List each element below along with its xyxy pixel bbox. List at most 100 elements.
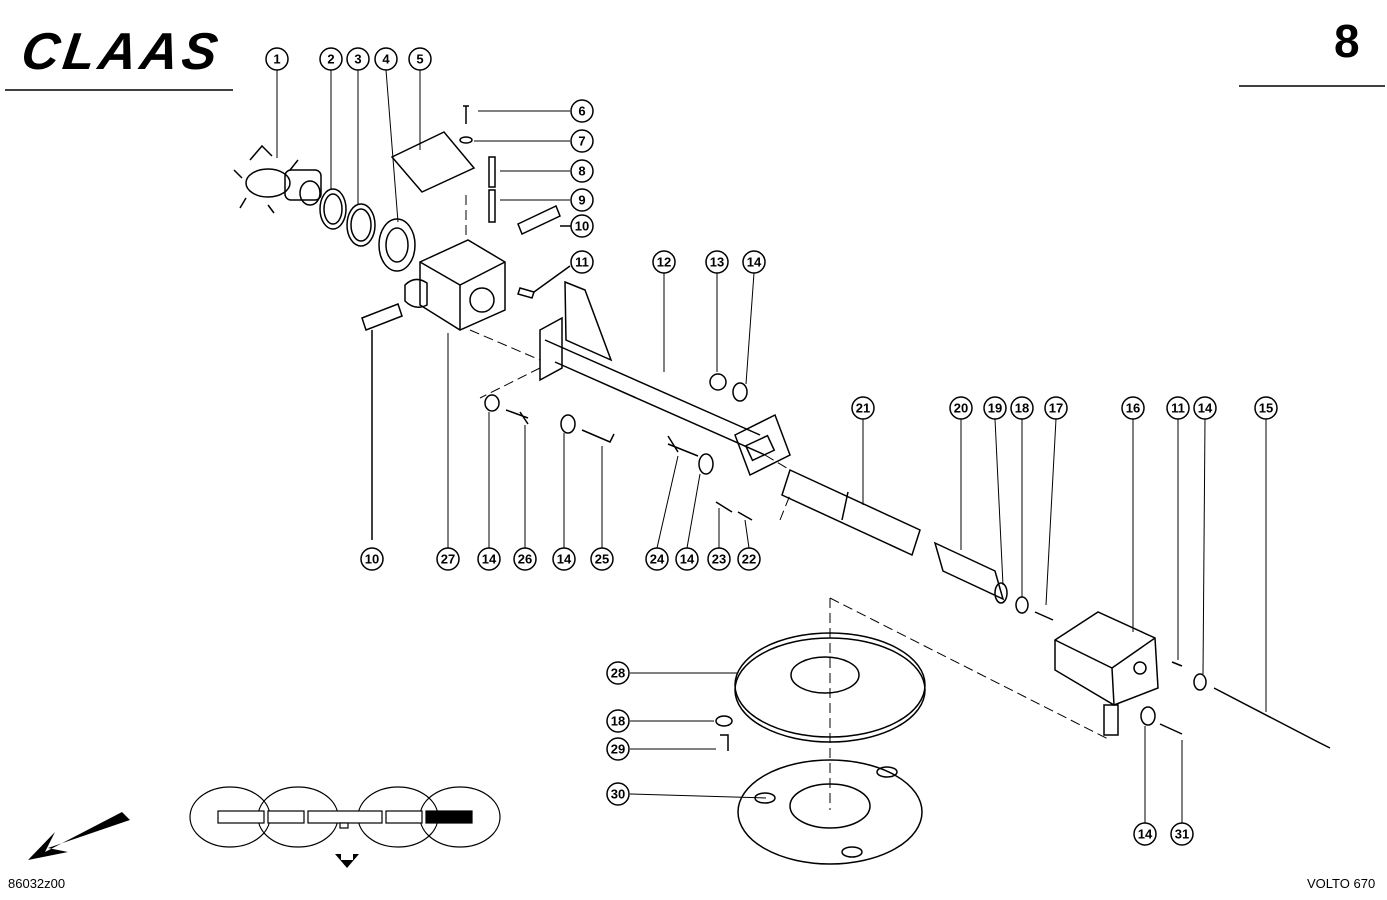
part-tube-12 xyxy=(539,280,791,477)
callout-11: 11 xyxy=(1166,396,1190,420)
callout-8: 8 xyxy=(570,159,594,183)
callout-number: 18 xyxy=(611,714,625,729)
part-bolt-17 xyxy=(1034,611,1054,621)
callout-14: 14 xyxy=(1133,822,1157,846)
callout-number: 14 xyxy=(1138,827,1153,842)
part-washer-7 xyxy=(459,136,473,144)
callout-23: 23 xyxy=(707,547,731,571)
callout-number: 30 xyxy=(611,787,625,802)
callout-number: 15 xyxy=(1259,401,1273,416)
callout-number: 29 xyxy=(611,742,625,757)
callout-13: 13 xyxy=(705,250,729,274)
part-spring-22 xyxy=(737,511,753,521)
callout-number: 2 xyxy=(327,52,334,67)
callout-10: 10 xyxy=(570,214,594,238)
callout-number: 17 xyxy=(1049,401,1063,416)
part-sleeve-10-top xyxy=(517,204,561,236)
part-ring-3 xyxy=(346,203,376,247)
callout-number: 11 xyxy=(575,255,589,270)
down-arrow-icon xyxy=(335,854,359,868)
callout-number: 14 xyxy=(482,552,497,567)
page-number: 8 xyxy=(1334,15,1360,67)
callout-15: 15 xyxy=(1254,396,1278,420)
part-bolt-31 xyxy=(1159,723,1183,735)
part-sleeve-20 xyxy=(933,541,1005,601)
callout-14: 14 xyxy=(742,250,766,274)
part-bolt-26 xyxy=(505,409,529,425)
callout-12: 12 xyxy=(652,250,676,274)
callout-number: 10 xyxy=(575,219,589,234)
part-disc-28 xyxy=(734,632,926,743)
callout-number: 22 xyxy=(742,552,756,567)
callout-3: 3 xyxy=(346,47,370,71)
part-washer-18 xyxy=(1015,596,1029,614)
callout-5: 5 xyxy=(408,47,432,71)
part-ring-2 xyxy=(319,188,347,230)
callout-number: 1 xyxy=(273,52,280,67)
part-bolt-24 xyxy=(667,435,699,457)
callout-1: 1 xyxy=(265,47,289,71)
callout-18: 18 xyxy=(1010,396,1034,420)
part-long-bolt-15 xyxy=(1213,687,1331,749)
machine-overview-pictogram xyxy=(189,786,501,848)
callout-number: 8 xyxy=(578,164,585,179)
model-name: VOLTO 670 xyxy=(1307,876,1376,891)
callout-24: 24 xyxy=(645,547,669,571)
part-key-11b xyxy=(1171,661,1183,667)
callout-number: 28 xyxy=(611,666,625,681)
part-pin-9 xyxy=(488,189,496,223)
part-key-11 xyxy=(517,287,535,299)
callout-26: 26 xyxy=(513,547,537,571)
part-washer-14e xyxy=(1193,673,1207,691)
callout-7: 7 xyxy=(570,129,594,153)
part-pin-8 xyxy=(488,156,496,188)
callout-number: 13 xyxy=(710,255,724,270)
callout-10: 10 xyxy=(360,547,384,571)
part-bearing-4 xyxy=(378,218,416,272)
callout-30: 30 xyxy=(606,782,630,806)
callout-28: 28 xyxy=(606,661,630,685)
callout-4: 4 xyxy=(374,47,398,71)
callout-number: 27 xyxy=(441,552,455,567)
callout-27: 27 xyxy=(436,547,460,571)
callout-25: 25 xyxy=(590,547,614,571)
callout-number: 11 xyxy=(1171,401,1185,416)
callout-number: 18 xyxy=(1015,401,1029,416)
callout-20: 20 xyxy=(949,396,973,420)
drawing-code: 86032z00 xyxy=(8,876,66,891)
callout-14: 14 xyxy=(477,547,501,571)
callout-number: 16 xyxy=(1126,401,1140,416)
part-washer-19 xyxy=(994,582,1008,604)
part-plate-5 xyxy=(390,131,476,193)
callout-17: 17 xyxy=(1044,396,1068,420)
part-bolt-25 xyxy=(581,429,615,443)
callout-number: 6 xyxy=(578,104,585,119)
callout-21: 21 xyxy=(851,396,875,420)
callout-14: 14 xyxy=(552,547,576,571)
callout-number: 25 xyxy=(595,552,609,567)
part-screw-6 xyxy=(463,105,469,124)
callout-29: 29 xyxy=(606,737,630,761)
callout-number: 3 xyxy=(354,52,361,67)
callout-6: 6 xyxy=(570,99,594,123)
part-hex-shaft-21 xyxy=(781,468,921,557)
callout-number: 14 xyxy=(557,552,572,567)
callout-number: 31 xyxy=(1175,827,1189,842)
part-washer-14a xyxy=(732,382,748,402)
callout-16: 16 xyxy=(1121,396,1145,420)
callout-9: 9 xyxy=(570,188,594,212)
callout-number: 14 xyxy=(747,255,762,270)
part-housing-27 xyxy=(404,239,506,331)
part-drive-star xyxy=(233,144,322,214)
callout-number: 4 xyxy=(382,52,390,67)
callout-2: 2 xyxy=(319,47,343,71)
callout-19: 19 xyxy=(983,396,1007,420)
part-pin-23 xyxy=(715,501,733,513)
part-washer-14d xyxy=(698,453,714,475)
part-washer-14c xyxy=(560,414,576,434)
callout-number: 21 xyxy=(856,401,870,416)
callout-22: 22 xyxy=(737,547,761,571)
part-washer-14f xyxy=(1140,706,1156,726)
callout-number: 14 xyxy=(680,552,695,567)
